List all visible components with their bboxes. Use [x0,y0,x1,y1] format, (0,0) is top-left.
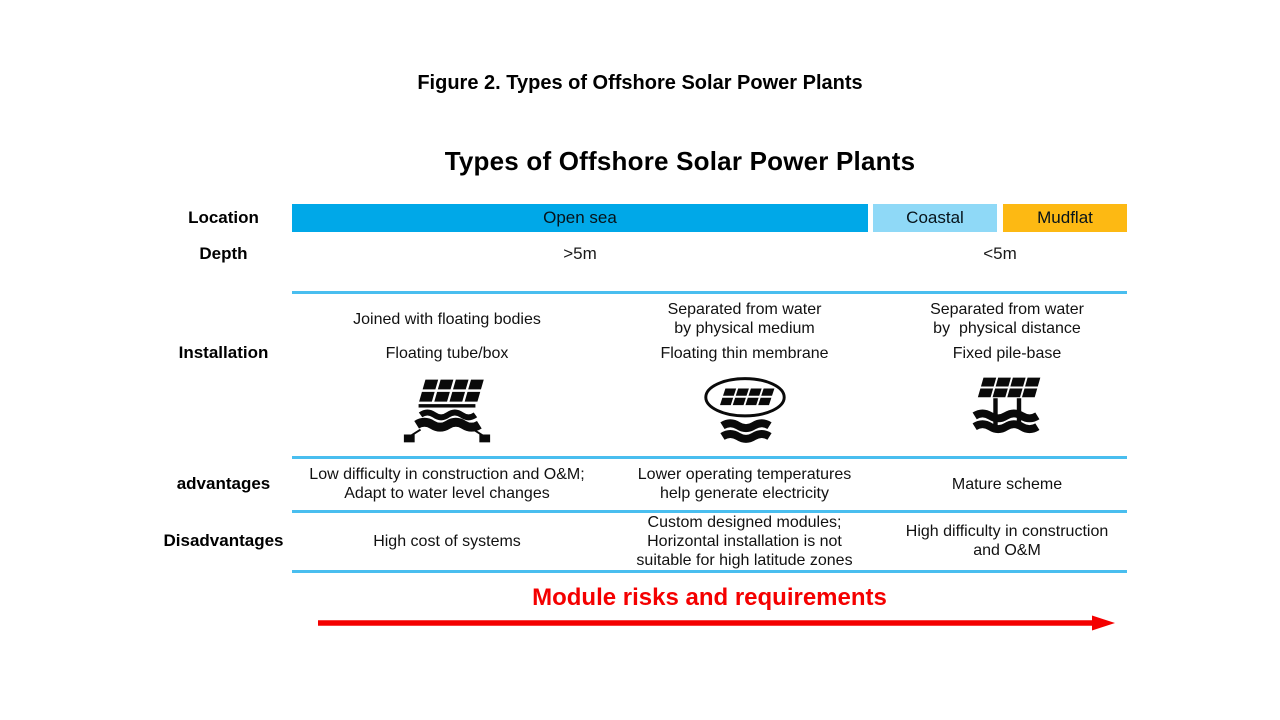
disadvantage-open-sea-1: High cost of systems [373,532,521,550]
row-label-depth: Depth [199,244,248,263]
fixed-pile-base-icon [958,336,1056,484]
advantages-row: advantages Low difficulty in constructio… [155,459,1127,509]
location-bar-coastal: Coastal [873,204,997,232]
depth-value-coastal-mudflat: <5m [983,244,1017,263]
location-bar-mudflat: Mudflat [1003,204,1127,232]
location-bar-open-sea: Open sea [292,204,868,232]
row-label-location: Location [188,208,259,227]
installation-type-pile-base: Fixed pile-base [952,344,1062,362]
installation-method-open-sea-1: Joined with floating bodies [353,310,541,328]
location-row: Location Open sea Coastal Mudflat [155,204,1127,232]
disadvantage-open-sea-2: Custom designed modules; Horizontal inst… [636,513,853,569]
row-label-disadvantages: Disadvantages [163,531,284,550]
floating-thin-membrane-icon [696,336,794,484]
installation-icons-row [155,374,1127,446]
advantage-coastal-mudflat: Mature scheme [951,475,1063,493]
installation-method-row: Joined with floating bodies Separated fr… [155,297,1127,341]
separator-line-bottom [292,570,1127,573]
installation-method-open-sea-2: Separated from water by physical medium [667,301,822,337]
separator-line-top [292,291,1127,294]
installation-type-tube-box: Floating tube/box [385,344,509,362]
chart-title: Types of Offshore Solar Power Plants [444,146,916,176]
disadvantage-coastal-mudflat: High difficulty in construction and O&M [905,523,1109,559]
module-risk-axis-label: Module risks and requirements [532,584,887,611]
separator-line-above-advantages [292,456,1127,459]
depth-value-open-sea: >5m [563,244,597,263]
advantage-open-sea-2: Lower operating temperatures help genera… [637,466,852,502]
separator-line-above-disadvantages [292,510,1127,513]
depth-row: Depth >5m <5m [155,241,1127,267]
installation-type-membrane: Floating thin membrane [660,344,829,362]
figure-caption: Figure 2. Types of Offshore Solar Power … [417,72,863,94]
row-label-installation: Installation [178,343,269,362]
row-label-advantages: advantages [176,474,271,493]
advantage-open-sea-1: Low difficulty in construction and O&M; … [309,466,585,502]
floating-tube-box-icon [398,336,496,484]
installation-type-row: Installation Floating tube/box Floating … [155,342,1127,364]
location-bars: Open sea Coastal Mudflat [292,204,1127,232]
module-risk-arrow-icon [318,614,1115,632]
disadvantages-row: Disadvantages High cost of systems Custo… [155,512,1127,570]
installation-method-coastal-mudflat: Separated from water by physical distanc… [930,301,1084,337]
